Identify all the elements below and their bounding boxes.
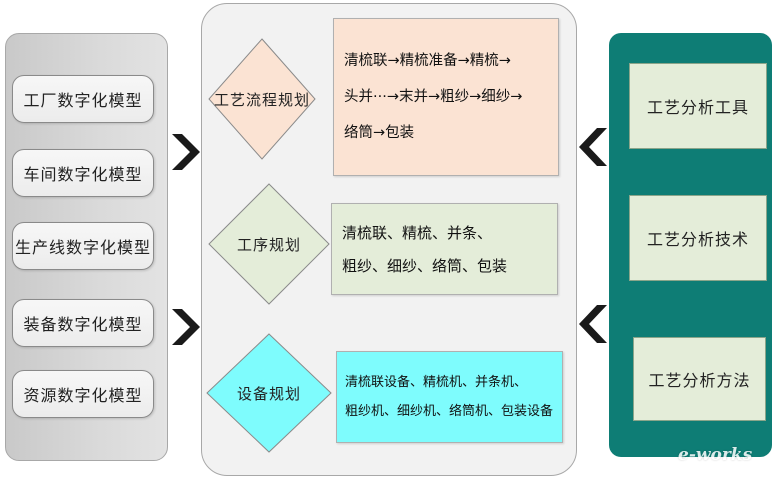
diamond-procedure [208, 183, 330, 305]
model-box-production-line: 生产线数字化模型 [12, 222, 154, 270]
info-box-procedure: 清梳联、精梳、并条、 粗纱、细纱、络筒、包装 [331, 203, 558, 295]
model-box-factory: 工厂数字化模型 [12, 75, 154, 123]
info-line: 络筒→包装 [344, 125, 415, 141]
info-line: 清梳联设备、精梳机、并条机、 [345, 375, 528, 390]
chevron-right-icon [172, 134, 200, 170]
chevron-left-icon [579, 305, 607, 343]
info-box-process-flow: 清梳联→精梳准备→精梳→ 头并···→末并→粗纱→细纱→ 络筒→包装 [333, 18, 559, 176]
info-line: 清梳联、精梳、并条、 [342, 224, 493, 242]
tool-box-analysis-methods: 工艺分析方法 [633, 337, 766, 421]
diamond-equipment [206, 333, 332, 453]
info-line: 粗纱、细纱、络筒、包装 [342, 257, 508, 275]
model-box-workshop: 车间数字化模型 [12, 149, 154, 197]
model-box-equipment: 装备数字化模型 [12, 299, 154, 347]
watermark-logo: e-works [678, 445, 753, 465]
tool-box-analysis-technology: 工艺分析技术 [629, 195, 767, 281]
info-box-equipment: 清梳联设备、精梳机、并条机、 粗纱机、细纱机、络筒机、包装设备 [336, 351, 563, 443]
diamond-label-procedure: 工序规划 [236, 235, 301, 254]
diamond-process-flow [208, 38, 316, 160]
diamond-label-equipment: 设备规划 [236, 384, 301, 403]
info-line: 头并···→末并→粗纱→细纱→ [344, 89, 523, 105]
chevron-left-icon [579, 128, 607, 166]
info-line: 粗纱机、细纱机、络筒机、包装设备 [345, 404, 554, 419]
model-box-resource: 资源数字化模型 [12, 370, 154, 418]
chevron-right-icon [172, 309, 200, 345]
tool-box-analysis-tools: 工艺分析工具 [629, 63, 767, 149]
info-line: 清梳联→精梳准备→精梳→ [344, 53, 511, 69]
diamond-label-process-flow: 工艺流程规划 [213, 90, 310, 109]
